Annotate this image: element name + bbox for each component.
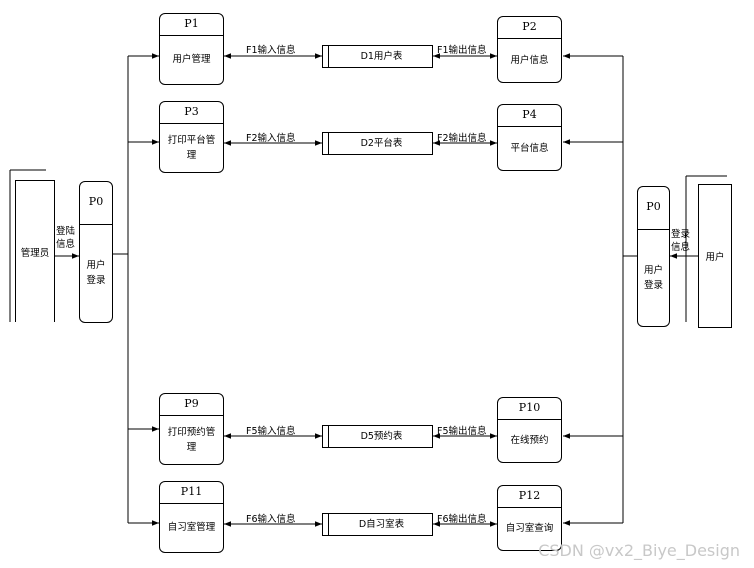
process-id: P12 bbox=[498, 486, 561, 508]
process-p2: P2 用户信息 bbox=[497, 16, 562, 83]
process-p11: P11 自习室管理 bbox=[159, 481, 224, 553]
process-name: 自习室管理 bbox=[167, 522, 216, 533]
admin-login-process: P0 用户登录 bbox=[79, 181, 113, 323]
process-p9: P9 打印预约管理 bbox=[159, 393, 224, 465]
process-p3: P3 打印平台管理 bbox=[159, 101, 224, 173]
process-name: 用户登录 bbox=[86, 260, 106, 286]
watermark: CSDN @vx2_Biye_Design bbox=[538, 541, 740, 560]
data-store-d1: D1用户表 bbox=[322, 45, 433, 68]
process-name: 在线预约 bbox=[510, 435, 549, 446]
process-p1: P1 用户管理 bbox=[159, 13, 224, 85]
process-id: P9 bbox=[160, 394, 223, 416]
input-flow-label: F1输入信息 bbox=[246, 45, 296, 56]
output-flow-label: F1输出信息 bbox=[437, 45, 487, 56]
process-p4: P4 平台信息 bbox=[497, 104, 562, 171]
process-id: P3 bbox=[160, 102, 223, 124]
process-name: 用户信息 bbox=[510, 54, 549, 66]
data-store-label: D1用户表 bbox=[360, 51, 403, 62]
user-login-process: P0 用户登录 bbox=[637, 186, 670, 327]
process-id: P0 bbox=[80, 182, 112, 225]
input-flow-label: F2输入信息 bbox=[246, 133, 296, 144]
process-id: P11 bbox=[160, 482, 223, 504]
data-store-label: D2平台表 bbox=[360, 138, 403, 149]
data-store-d6: D自习室表 bbox=[322, 513, 433, 536]
process-id: P0 bbox=[638, 187, 669, 230]
admin-entity-label: 管理员 bbox=[20, 247, 50, 259]
data-store-label: D5预约表 bbox=[360, 431, 403, 442]
data-store-d2: D2平台表 bbox=[322, 132, 433, 155]
process-p12: P12 自习室查询 bbox=[497, 485, 562, 551]
process-name: 用户登录 bbox=[643, 264, 663, 291]
process-name: 平台信息 bbox=[510, 142, 549, 154]
process-id: P1 bbox=[160, 14, 223, 36]
process-name: 打印预约管理 bbox=[167, 426, 216, 453]
admin-entity: 管理员 bbox=[15, 180, 55, 322]
output-flow-label: F6输出信息 bbox=[437, 514, 487, 525]
process-id: P4 bbox=[498, 105, 561, 127]
user-login-flow-label: 登录信息 bbox=[671, 229, 691, 253]
user-entity-label: 用户 bbox=[705, 252, 725, 263]
process-id: P2 bbox=[498, 17, 561, 39]
process-p10: P10 在线预约 bbox=[497, 397, 562, 463]
output-flow-label: F5输出信息 bbox=[437, 426, 487, 437]
data-store-label: D自习室表 bbox=[358, 519, 405, 530]
output-flow-label: F2输出信息 bbox=[437, 133, 487, 144]
input-flow-label: F6输入信息 bbox=[246, 514, 296, 525]
process-name: 用户管理 bbox=[172, 54, 211, 65]
process-name: 自习室查询 bbox=[505, 523, 554, 534]
user-entity: 用户 bbox=[698, 184, 732, 328]
process-id: P10 bbox=[498, 398, 561, 420]
process-name: 打印平台管理 bbox=[167, 134, 216, 161]
admin-login-flow-label: 登陆信息 bbox=[56, 226, 76, 250]
data-store-d5: D5预约表 bbox=[322, 425, 433, 448]
input-flow-label: F5输入信息 bbox=[246, 426, 296, 437]
